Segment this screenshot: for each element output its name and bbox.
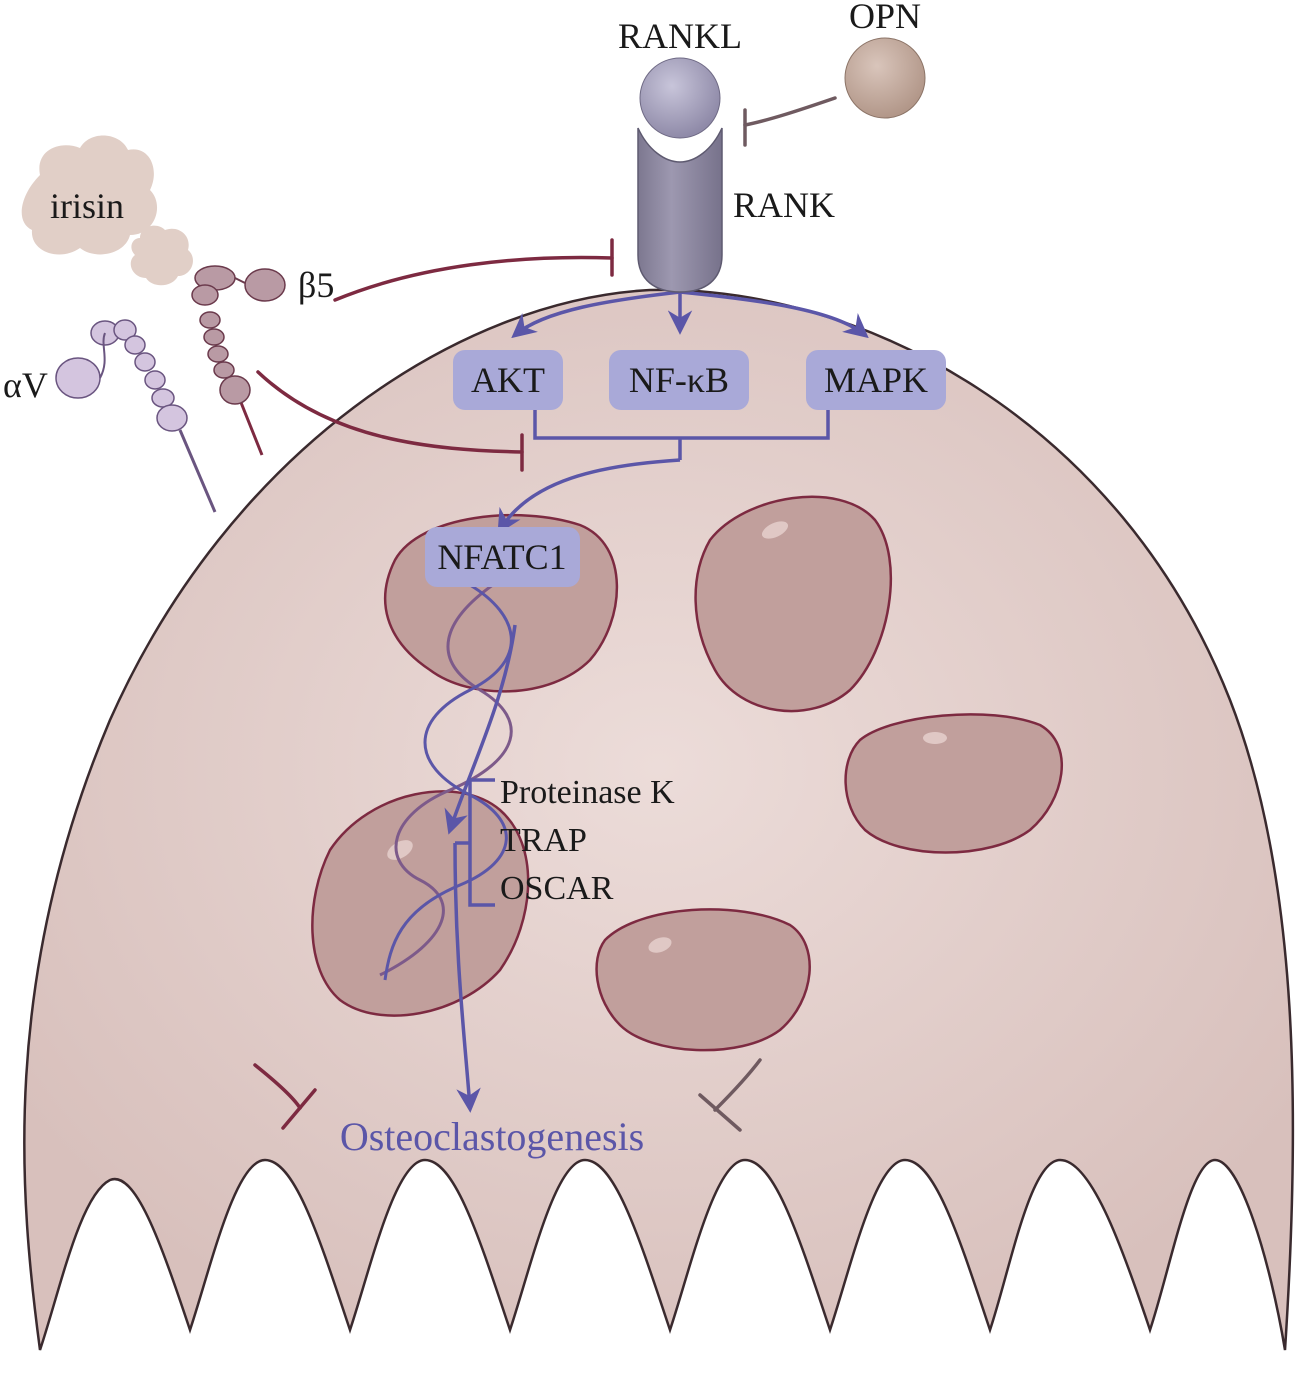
target-genes: Proteinase K TRAP OSCAR [500,774,675,907]
node-akt[interactable]: AKT [453,350,563,410]
integrin-alpha-v [55,319,217,513]
rankl-label: RANKL [618,16,742,56]
beta5-label: β5 [298,265,334,305]
node-mapk-label: MAPK [824,360,928,400]
signal-arrows [444,290,869,1113]
rank-label: RANK [733,185,835,225]
node-nfatc1[interactable]: NFATC1 [425,527,580,587]
irisin-molecule [21,135,193,286]
opn-label: OPN [849,0,921,36]
irisin-label: irisin [50,186,124,226]
nucleus-5 [595,908,811,1052]
osteoclast-cell [23,288,1295,1351]
rankl-ligand[interactable] [639,57,721,139]
outcome-label: Osteoclastogenesis [340,1114,644,1159]
node-nfatc1-label: NFATC1 [437,537,566,577]
opn-molecule[interactable] [844,37,926,119]
gene-proteinase-k: Proteinase K [500,774,675,811]
rank-receptor[interactable] [637,127,723,293]
node-nfkb-label: NF-κB [629,360,729,400]
node-mapk[interactable]: MAPK [806,350,946,410]
node-akt-label: AKT [471,360,545,400]
nuclei [311,495,1064,1052]
inhibition-lines [253,96,837,1132]
node-nfkb[interactable]: NF-κB [609,350,749,410]
gene-trap: TRAP [500,822,587,859]
integrin-beta-5 [191,265,286,456]
nucleus-2 [694,495,892,713]
alpha-v-label: αV [3,365,48,405]
nucleus-3 [844,713,1064,854]
gene-oscar: OSCAR [500,870,614,907]
